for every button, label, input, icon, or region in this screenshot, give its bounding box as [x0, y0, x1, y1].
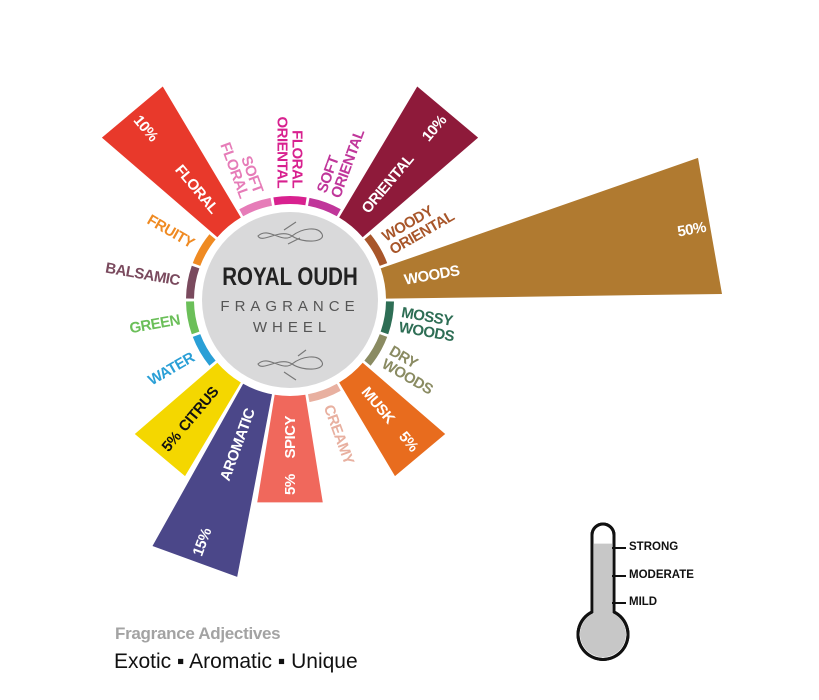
intensity-moderate-label: MODERATE [629, 569, 694, 581]
label-mossy-woods: MOSSYWOODS [397, 304, 458, 345]
ring-segment-soft-oriental [307, 197, 341, 217]
ring-segment-fruity [192, 234, 216, 266]
wheel-subtitle-line1: FRAGRANCE [220, 298, 359, 315]
bar-woods [380, 157, 722, 299]
label-water: WATER [145, 349, 198, 389]
ring-segment-dry-woods [364, 334, 388, 366]
label-line: FRUITY [144, 211, 197, 252]
label-line: FLORAL [289, 130, 306, 188]
value-label-woods: 50% [676, 219, 707, 241]
bar-oriental [339, 86, 479, 238]
label-line: CREAMY [320, 403, 357, 468]
ring-segment-floral-oriental [273, 196, 307, 206]
thermometer-fill [580, 543, 626, 658]
bar-aromatic [152, 383, 273, 577]
flourish-top-icon [257, 221, 323, 245]
label-spicy: SPICY [282, 416, 299, 459]
ring-segment-soft-floral [239, 197, 273, 217]
intensity-mild-label: MILD [629, 596, 658, 608]
wheel-title: ROYAL OUDH [222, 263, 358, 291]
adjectives-list: Exotic ▪ Aromatic ▪ Unique [114, 650, 358, 673]
label-balsamic: BALSAMIC [104, 260, 182, 290]
label-line: SPICY [282, 416, 299, 459]
ring-segment-creamy [307, 383, 341, 403]
label-creamy: CREAMY [320, 403, 357, 468]
intensity-strong-label: STRONG [629, 541, 679, 553]
intensity-thermometer [576, 522, 630, 661]
label-line: ORIENTAL [274, 116, 291, 188]
label-fruity: FRUITY [144, 211, 197, 252]
value-label-spicy: 5% [282, 474, 299, 495]
flourish-bottom-icon [257, 349, 323, 381]
label-line: BALSAMIC [104, 260, 182, 290]
ring-segment-water [192, 334, 216, 366]
label-line: GREEN [128, 312, 181, 338]
bar-spicy [257, 394, 323, 503]
label-floral-oriental: FLORALORIENTAL [274, 116, 306, 188]
bar-citrus [134, 362, 241, 477]
label-line: WATER [145, 349, 198, 389]
center-disc [202, 212, 378, 388]
adjectives-title: Fragrance Adjectives [115, 624, 281, 643]
wheel-subtitle-line2: WHEEL [253, 319, 331, 336]
ring-segment-woody-oriental [364, 234, 388, 266]
ring-segment-balsamic [186, 265, 200, 299]
ring-segment-mossy-woods [380, 301, 394, 335]
bar-floral [101, 86, 241, 238]
bar-musk [339, 362, 446, 477]
label-green: GREEN [128, 312, 181, 338]
ring-segment-green [186, 301, 200, 335]
